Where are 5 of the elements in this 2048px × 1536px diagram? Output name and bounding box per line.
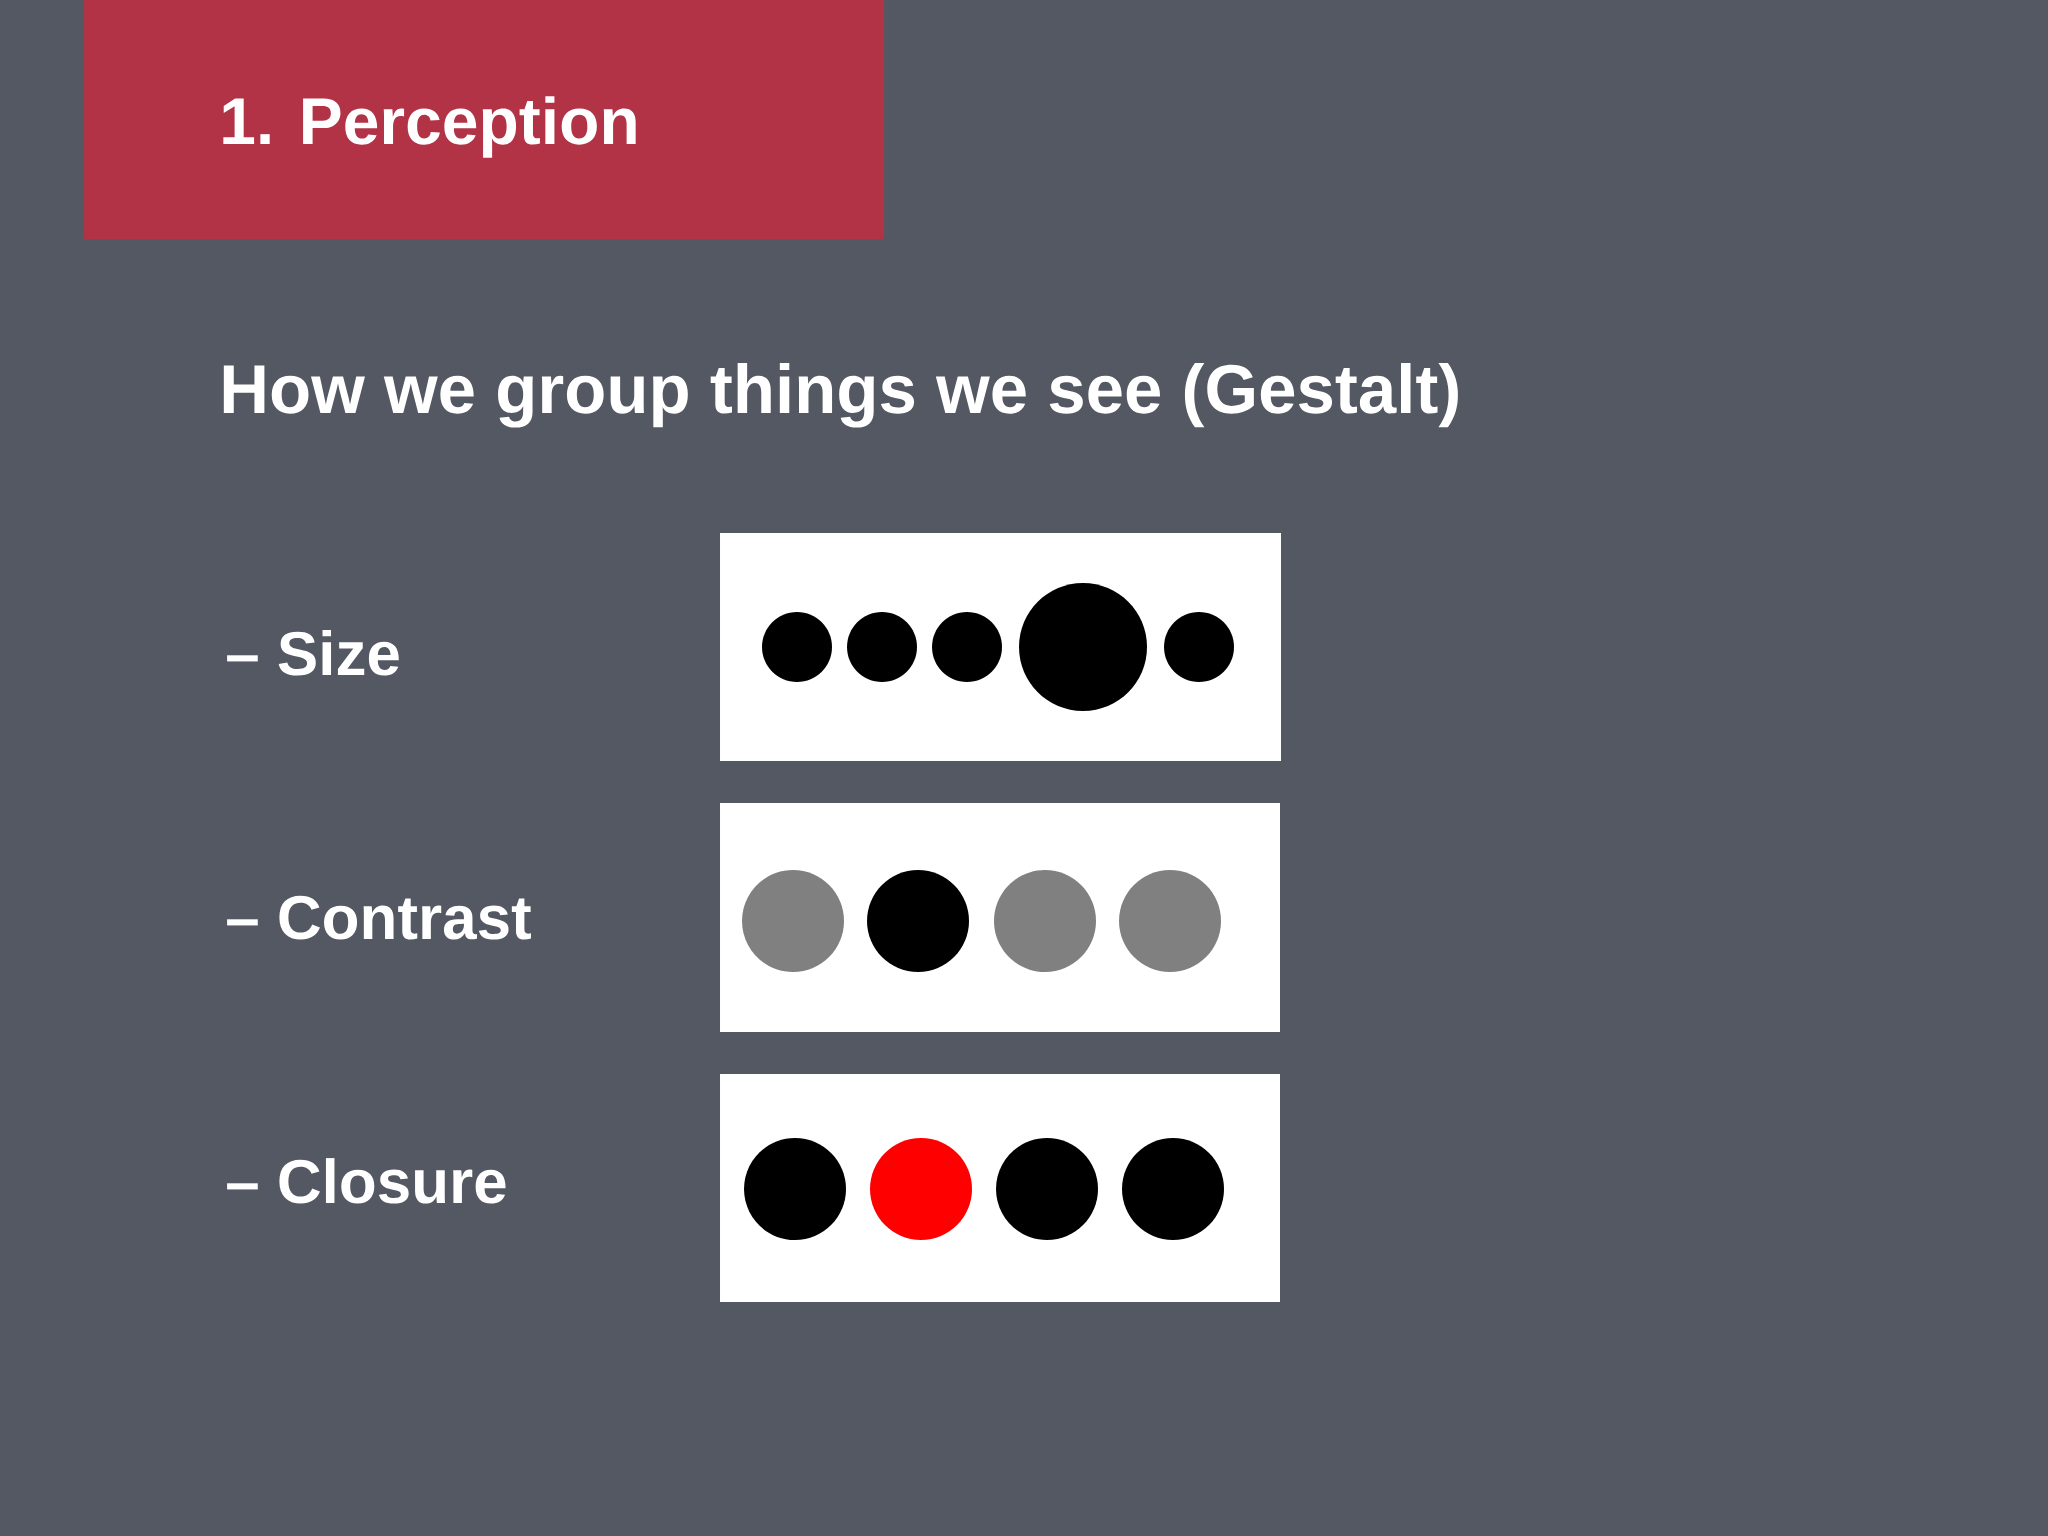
- list-item: – Size: [227, 630, 399, 676]
- list-item: – Closure: [227, 1158, 506, 1204]
- list-item: – Contrast: [227, 895, 531, 940]
- subtitle: How we group things we see (Gestalt): [223, 363, 1458, 428]
- title-banner: 1. Perception: [84, 0, 884, 239]
